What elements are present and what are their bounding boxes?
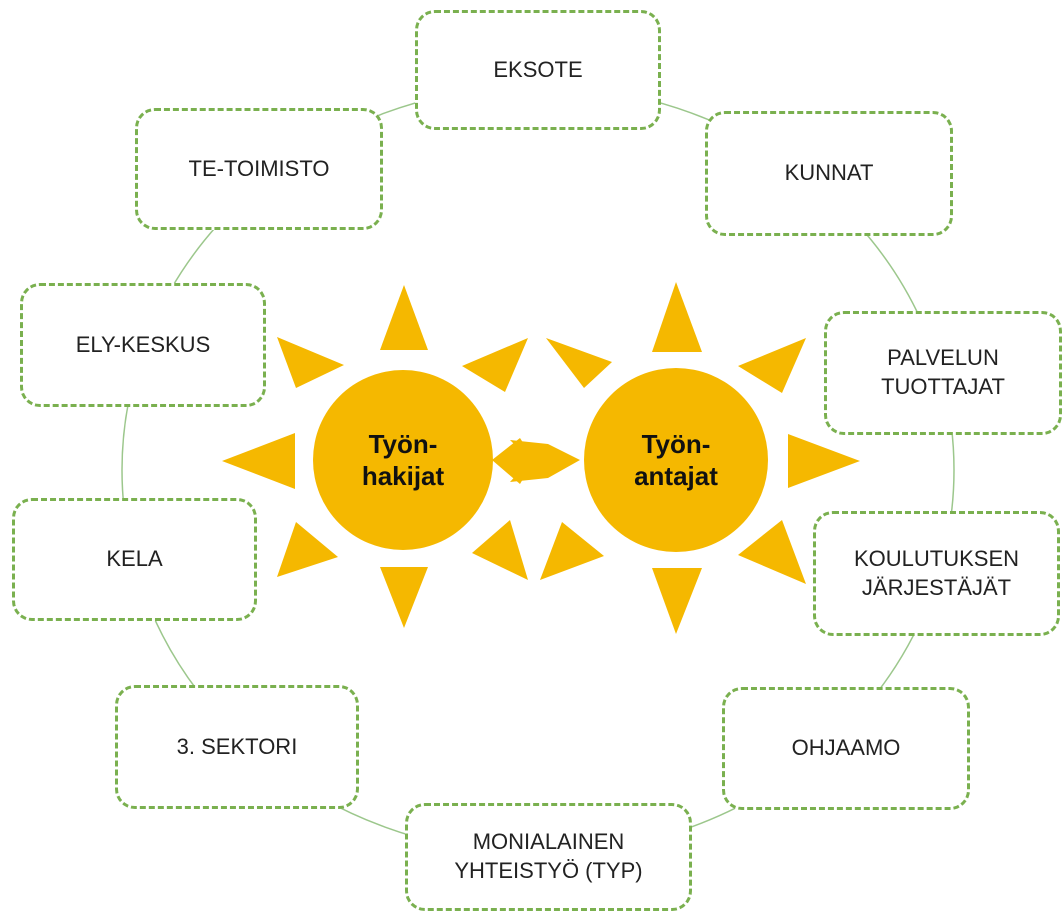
sun-ray: [546, 338, 612, 388]
sun-ray: [277, 337, 344, 388]
employers-sun-disc: [584, 368, 768, 552]
sun-ray: [222, 433, 295, 489]
node-ohjaamo: OHJAAMO: [722, 687, 970, 810]
node-kunnat: KUNNAT: [705, 111, 953, 236]
node-eksote: EKSOTE: [415, 10, 661, 130]
sun-ray: [652, 282, 702, 352]
node-koulutuksen-jarjestajat: KOULUTUKSEN JÄRJESTÄJÄT: [813, 511, 1060, 636]
node-ely-keskus: ELY-KESKUS: [20, 283, 266, 407]
sun-ray: [738, 520, 806, 584]
sun-ray: [540, 522, 604, 580]
sun-ray: [788, 434, 860, 488]
employers-sun: [540, 282, 860, 634]
sun-ray: [380, 567, 428, 628]
node-monialainen-yhteistyo: MONIALAINEN YHTEISTYÖ (TYP): [405, 803, 692, 911]
node-3-sektori: 3. SEKTORI: [115, 685, 359, 809]
job-seekers-label: Työn- hakijat: [361, 428, 445, 492]
sun-ray: [462, 338, 528, 392]
sun-ray: [472, 520, 528, 580]
sun-ray: [380, 285, 428, 350]
node-palvelun-tuottajat: PALVELUN TUOTTAJAT: [824, 311, 1062, 435]
job-seekers-sun-disc: [313, 370, 493, 550]
node-kela: KELA: [12, 498, 257, 621]
connector-star-left: [492, 438, 534, 484]
sun-ray: [277, 522, 338, 577]
job-seekers-sun: [222, 285, 528, 628]
sun-ray: [652, 568, 702, 634]
employers-label: Työn- antajat: [634, 428, 718, 492]
node-te-toimisto: TE-TOIMISTO: [135, 108, 383, 230]
sun-ray: [738, 338, 806, 393]
